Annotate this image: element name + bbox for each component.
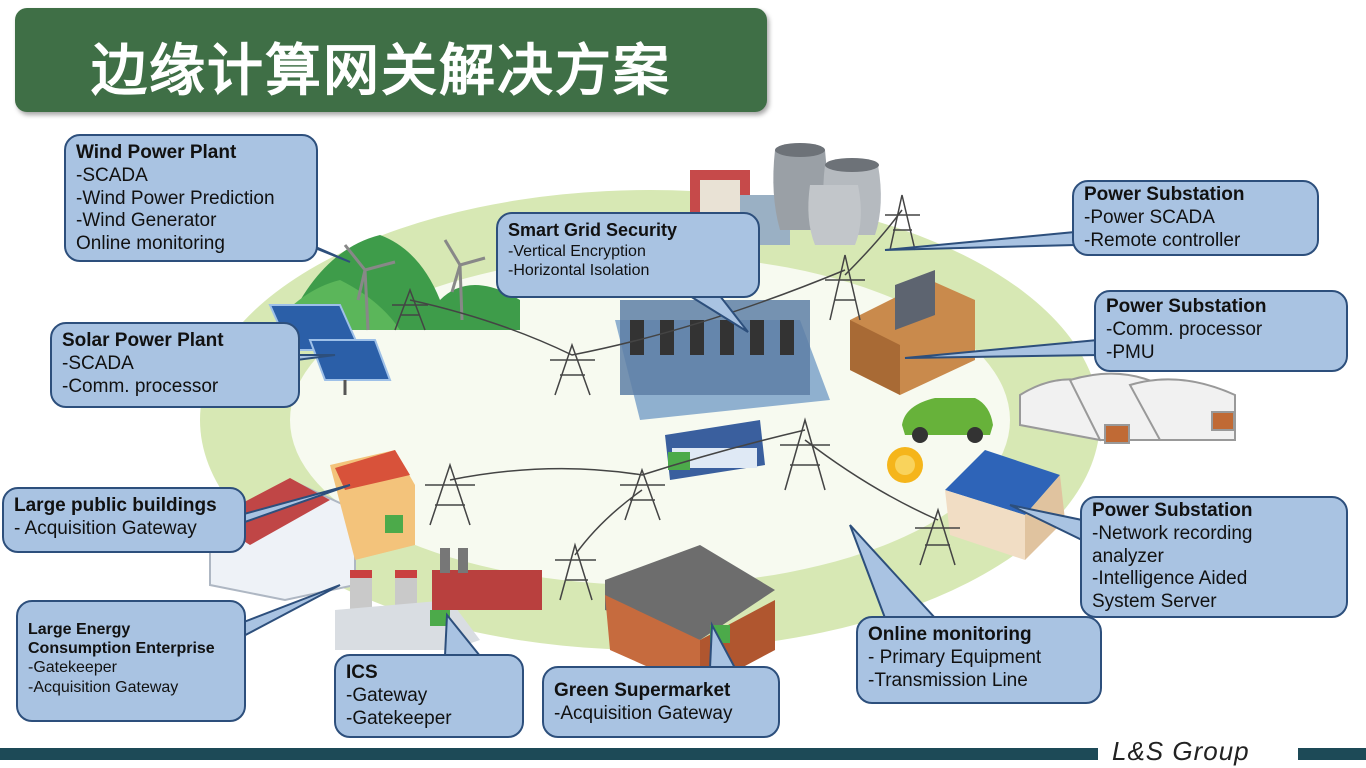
callout-large-public-buildings: Large public buildings - Acquisition Gat… [2,487,246,553]
callout-item: -Acquisition Gateway [554,702,733,724]
solar-panels [268,304,392,395]
brand-logo-text: L&S Group [1112,736,1250,766]
callout-item: -Comm. processor [1106,318,1263,340]
callout-heading: Power Substation [1106,296,1267,317]
wind-turbine [343,239,486,331]
grid-ring-inner [290,255,1010,585]
callout-item: -SCADA [62,352,134,374]
callout-item: -Comm. processor [62,375,219,397]
callout-item: -Wind Power Prediction [76,187,275,209]
callout-heading: Large public buildings [14,495,217,516]
callout-item: analyzer [1092,545,1164,567]
page-title: 边缘计算网关解决方案 [91,39,671,104]
callout-item: -Wind Generator [76,210,217,232]
electric-car [902,398,993,443]
callout-item: -SCADA [76,164,148,186]
callout-item: Online monitoring [76,233,225,255]
greenhouse [1019,372,1236,444]
callout-item: System Server [1092,591,1217,613]
callout-green-supermarket: Green Supermarket -Acquisition Gateway [542,666,780,738]
callout-item: -Remote controller [1084,229,1241,251]
callout-heading: Consumption Enterprise [28,640,215,658]
callout-item: -Intelligence Aided [1092,568,1248,590]
callout-heading: Solar Power Plant [62,330,224,351]
callout-ics: ICS -Gateway -Gatekeeper [334,654,524,738]
callout-item: - Primary Equipment [868,646,1042,668]
footer-bar-end [1298,748,1366,760]
callout-item: -Acquisition Gateway [28,678,179,696]
callout-solar-power-plant: Solar Power Plant -SCADA -Comm. processo… [50,322,300,408]
callout-item: -Network recording [1092,522,1253,544]
callout-item: -Gateway [346,684,428,706]
callout-heading: Online monitoring [868,624,1032,645]
callout-heading: Green Supermarket [554,680,731,701]
central-substation [615,300,830,480]
callout-online-monitoring: Online monitoring - Primary Equipment -T… [856,616,1102,704]
callout-power-substation-3: Power Substation -Network recording anal… [1080,496,1348,618]
callout-smart-grid-security: Smart Grid Security -Vertical Encryption… [496,212,760,298]
callout-power-substation-2: Power Substation -Comm. processor -PMU [1094,290,1348,372]
callout-item: -Transmission Line [868,669,1028,691]
callout-item: -PMU [1106,341,1155,363]
office-building [850,270,975,395]
callout-wind-power-plant: Wind Power Plant -SCADA -Wind Power Pred… [64,134,318,262]
sun-icon [887,447,923,483]
callout-heading: Wind Power Plant [76,142,237,163]
callout-item: -Vertical Encryption [508,242,646,260]
callout-item: - Acquisition Gateway [14,517,197,539]
callout-item: -Gatekeeper [346,707,452,729]
transmission-towers [392,194,960,601]
callout-item: -Power SCADA [1084,206,1215,228]
factory [335,548,542,650]
callout-heading: ICS [346,662,378,683]
title-banner: 边缘计算网关解决方案 [15,8,767,112]
callout-heading: Large Energy [28,621,131,638]
callout-power-substation-1: Power Substation -Power SCADA -Remote co… [1072,180,1319,256]
callout-heading: Smart Grid Security [508,220,678,240]
footer-bar [0,748,1098,760]
callout-large-energy-enterprise: Large Energy Consumption Enterprise -Gat… [16,600,246,722]
callout-heading: Power Substation [1092,500,1253,521]
callout-heading: Power Substation [1084,184,1245,205]
supermarket [605,545,775,690]
callout-pointers [221,230,1099,669]
callout-item: -Horizontal Isolation [508,261,650,279]
callout-item: -Gatekeeper [28,659,117,677]
